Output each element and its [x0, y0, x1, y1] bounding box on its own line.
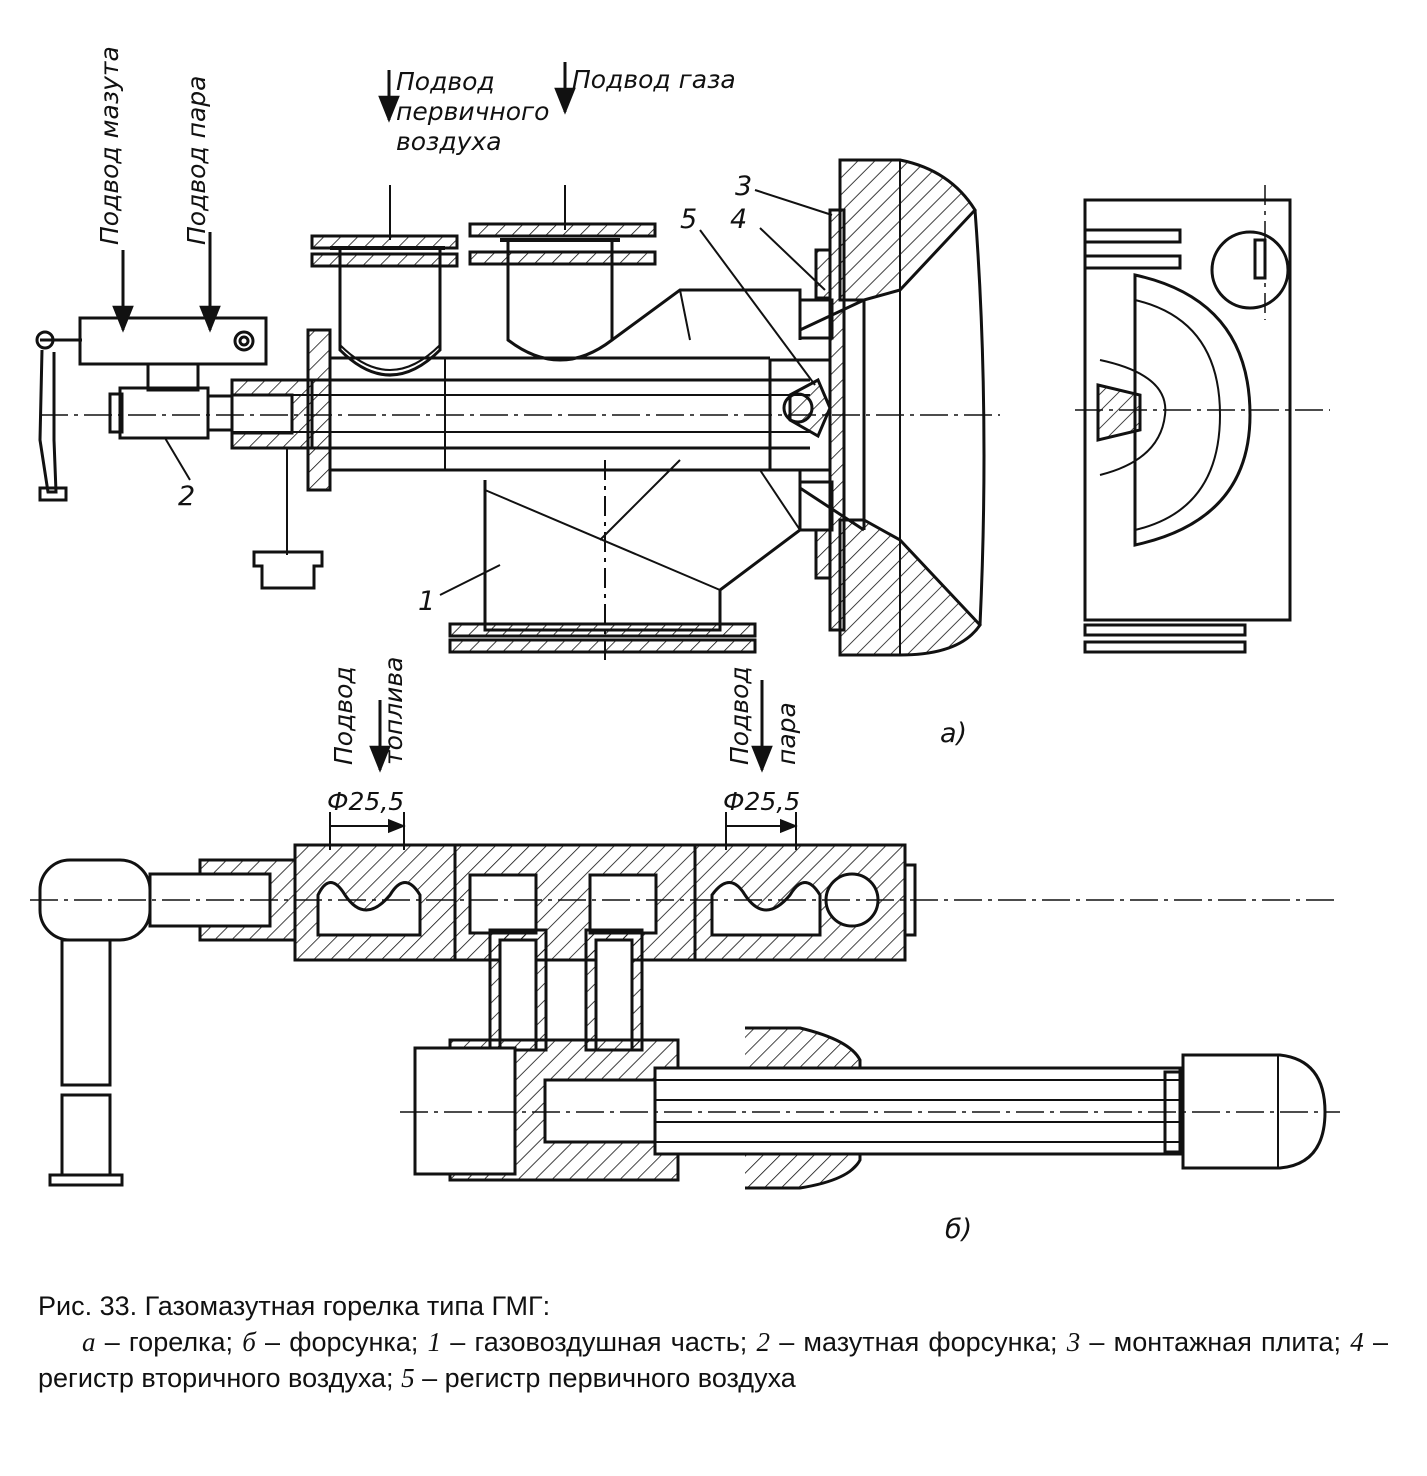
dimension-left-label: Ф25,5: [327, 787, 404, 816]
caption-description: а – горелка; б – форсунка; 1 – газовозду…: [38, 1324, 1388, 1396]
fuel-supply-label-line2: топлива: [379, 657, 408, 765]
diagram-labels: Подвод мазута Подвод пара Подвод первичн…: [95, 46, 972, 1245]
caption-key-5: 5: [401, 1363, 415, 1393]
caption-text-5: – регистр первичного воздуха: [414, 1363, 796, 1393]
view-a-section: [35, 62, 1000, 773]
gas-supply-label: Подвод газа: [572, 65, 736, 94]
caption-text-2: – мазутная форсунка;: [770, 1327, 1067, 1357]
caption-key-3: 3: [1066, 1327, 1081, 1357]
fuel-oil-supply-label: Подвод мазута: [95, 46, 124, 245]
caption-text-a: – горелка;: [95, 1327, 243, 1357]
dimension-right-label: Ф25,5: [723, 787, 800, 816]
caption-key-4: 4: [1350, 1327, 1364, 1357]
caption-key-1: 1: [427, 1327, 442, 1357]
primary-air-supply-label-line3: воздуха: [396, 127, 502, 156]
figure-caption: Рис. 33. Газомазутная горелка типа ГМГ: …: [38, 1288, 1388, 1396]
burner-drawing: Подвод мазута Подвод пара Подвод первичн…: [30, 46, 1340, 1245]
view-b-label: б): [945, 1214, 972, 1245]
steam-supply-bottom-label-line1: Подвод: [725, 666, 754, 765]
caption-text-4: – регистр вторичного воздуха;: [38, 1327, 1388, 1393]
caption-key-b: б: [242, 1327, 256, 1357]
part-1-label: 1: [418, 586, 435, 617]
caption-key-a: а: [82, 1327, 96, 1357]
steam-supply-bottom-label-line2: пара: [772, 702, 801, 765]
steam-supply-top-label: Подвод пара: [182, 76, 211, 246]
view-a-side: [1075, 185, 1330, 654]
fuel-supply-label-line1: Подвод: [329, 666, 358, 765]
caption-title: Рис. 33. Газомазутная горелка типа ГМГ:: [38, 1291, 551, 1321]
part-2-label: 2: [178, 481, 195, 512]
primary-air-supply-label-line2: первичного: [396, 97, 549, 126]
view-a-label: а): [940, 718, 967, 749]
caption-text-3: – монтажная плита;: [1080, 1327, 1351, 1357]
primary-air-supply-label-line1: Подвод: [396, 67, 495, 96]
caption-text-b: – форсунка;: [255, 1327, 428, 1357]
part-5-label: 5: [680, 204, 697, 235]
caption-text-1: – газовоздушная часть;: [441, 1327, 757, 1357]
part-3-label: 3: [735, 171, 752, 202]
view-b-nozzle: [30, 812, 1340, 1190]
part-4-label: 4: [730, 204, 747, 235]
caption-key-2: 2: [756, 1327, 771, 1357]
